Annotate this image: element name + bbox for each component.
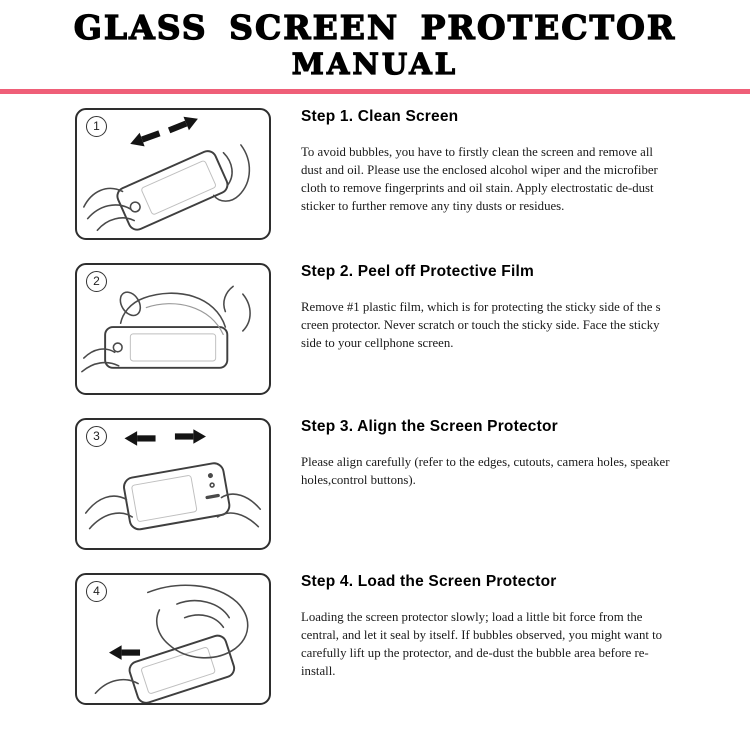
step-row-1: 1 xyxy=(75,107,750,240)
step-row-2: 2 Step 2. Peel off Protective Film Remov… xyxy=(75,262,750,395)
step-4-illustration: 4 xyxy=(75,572,271,705)
accent-rule xyxy=(0,88,750,94)
step-2-circled-number: 2 xyxy=(86,270,107,292)
manual-title-line2: MANUAL xyxy=(291,47,459,82)
step-4-body: Loading the screen protector slowly; loa… xyxy=(301,609,663,679)
step-3-circled-number: 3 xyxy=(86,425,107,447)
step-row-4: 4 Step 4. Load the Screen Protect xyxy=(75,572,750,705)
align-arrows-icon xyxy=(124,428,206,446)
step-1-body: To avoid bubbles, you have to firstly cl… xyxy=(301,144,658,214)
step-1-illustration: 1 xyxy=(75,107,271,240)
step-3-heading: Step 3. Align the Screen Protector xyxy=(301,417,558,435)
press-arrow-icon xyxy=(109,644,141,660)
step-1-text: Step 1. Clean Screen To avoid bubbles, y… xyxy=(301,108,673,216)
manual-title-line1: GLASS SCREEN PROTECTOR xyxy=(73,8,677,47)
step-4-text: Step 4. Load the Screen Protector Loadin… xyxy=(301,573,673,681)
step-2-text: Step 2. Peel off Protective Film Remove … xyxy=(301,263,673,352)
manual-header: GLASS SCREEN PROTECTOR MANUAL xyxy=(0,0,750,94)
wipe-arrows-icon xyxy=(130,116,198,147)
step-1-circled-number: 1 xyxy=(86,115,107,137)
load-protector-drawing-icon xyxy=(94,584,249,703)
step-1-heading: Step 1. Clean Screen xyxy=(301,107,459,125)
step-row-3: 3 xyxy=(75,417,750,550)
step-4-circled-number: 4 xyxy=(86,580,107,602)
step-2-illustration: 2 xyxy=(75,262,271,395)
step-3-illustration: 3 xyxy=(75,417,271,550)
peel-film-drawing-icon xyxy=(81,285,251,373)
step-3-text: Step 3. Align the Screen Protector Pleas… xyxy=(301,418,673,489)
align-protector-drawing-icon xyxy=(84,428,262,530)
step-4-heading: Step 4. Load the Screen Protector xyxy=(301,572,557,590)
step-2-heading: Step 2. Peel off Protective Film xyxy=(301,262,534,280)
step-3-body: Please align carefully (refer to the edg… xyxy=(301,454,670,487)
step-2-body: Remove #1 plastic film, which is for pro… xyxy=(301,299,661,350)
clean-screen-drawing-icon xyxy=(83,116,251,231)
steps-list: 1 xyxy=(0,94,750,705)
